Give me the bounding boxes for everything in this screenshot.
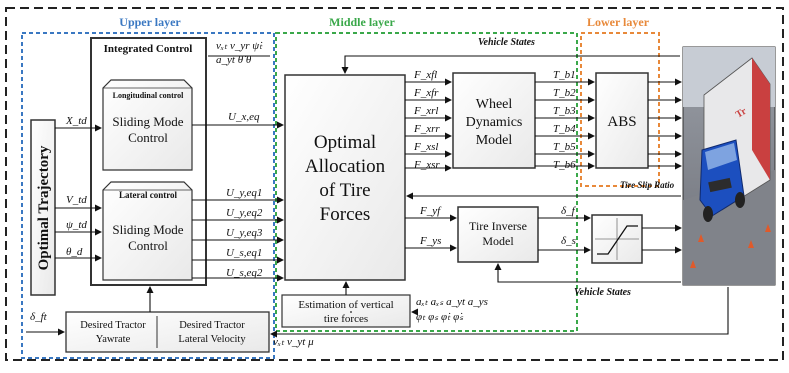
desired-blocks-container — [66, 312, 269, 352]
wheel-dynamics-line3: Model — [476, 133, 513, 148]
label-theta-d: θ_d — [66, 246, 83, 258]
label-delta-f: δ_f — [561, 205, 577, 217]
label-u-y-eq3: U_y,eq3 — [226, 227, 263, 239]
optimal-allocation-line2: Allocation — [305, 156, 386, 177]
label-t-b6: T_b6 — [553, 159, 576, 171]
abs-label: ABS — [607, 114, 636, 130]
est-inputs-line2: φₜ φₛ φ̇ₜ φ̇ₛ — [416, 311, 464, 323]
label-t-b1: T_b1 — [553, 69, 576, 81]
vehicle-states-bottom-label: Vehicle States — [574, 287, 631, 298]
optimal-allocation-line3: of Tire — [319, 180, 370, 201]
label-v-td: V_td — [66, 194, 87, 206]
label-psi-td: ψ_td — [66, 219, 87, 231]
optimal-allocation-line1: Optimal — [314, 132, 376, 153]
label-f-xrr: F_xrr — [413, 123, 440, 135]
label-f-ys: F_ys — [419, 235, 441, 247]
desired-yawrate-line1: Desired Tractor — [80, 320, 146, 331]
middle-layer-title: Middle layer — [329, 15, 395, 29]
sliding-mode-2-line1: Sliding Mode — [112, 222, 183, 237]
longitudinal-control-title: Longitudinal control — [113, 91, 185, 100]
label-u-y-eq2: U_y,eq2 — [226, 207, 263, 219]
sliding-mode-1-line2: Control — [128, 130, 168, 145]
optimal-allocation-block — [285, 75, 405, 280]
label-f-xfr: F_xfr — [413, 87, 439, 99]
tire-inverse-line2: Model — [482, 234, 514, 248]
upper-layer-title: Upper layer — [119, 15, 181, 29]
sliding-mode-2-line2: Control — [128, 238, 168, 253]
label-u-s-eq2: U_s,eq2 — [226, 267, 263, 279]
label-t-b4: T_b4 — [553, 123, 576, 135]
label-u-s-eq1: U_s,eq1 — [226, 247, 262, 259]
bottom-states-label: vₓₜ v_yt μ — [273, 336, 314, 348]
label-f-xrl: F_xrl — [413, 105, 438, 117]
label-f-yf: F_yf — [419, 205, 442, 217]
integrated-control-title: Integrated Control — [104, 43, 193, 55]
wheel-dynamics-line2: Dynamics — [466, 115, 523, 130]
sliding-mode-1-line1: Sliding Mode — [112, 114, 183, 129]
label-u-y-eq1: U_y,eq1 — [226, 187, 262, 199]
optimal-trajectory-label: Optimal Trajectory — [36, 145, 52, 270]
lower-layer-title: Lower layer — [587, 15, 650, 29]
wheel-dynamics-line1: Wheel — [476, 97, 513, 112]
states-top-line1: vₓₜ v_yr ψ̇ₜ — [216, 40, 263, 52]
tire-slip-ratio-label: Tire Slip Ratio — [620, 180, 675, 190]
label-t-b5: T_b5 — [553, 141, 576, 153]
label-delta-s: δ_s — [561, 235, 576, 247]
label-x-td: X_td — [65, 115, 87, 127]
est-inputs-line1: aₓₜ aₓₛ a_yt a_ys — [416, 296, 488, 308]
label-delta-ft: δ_ft — [30, 311, 48, 323]
tire-inverse-line1: Tire Inverse — [469, 219, 527, 233]
label-f-xsl: F_xsl — [413, 141, 438, 153]
lateral-control-title: Lateral control — [119, 190, 178, 200]
label-t-b2: T_b2 — [553, 87, 576, 99]
optimal-allocation-line4: Forces — [320, 204, 371, 225]
desired-lateral-line2: Lateral Velocity — [178, 334, 246, 345]
vehicle-states-top-label: Vehicle States — [478, 37, 535, 48]
label-t-b3: T_b3 — [553, 105, 576, 117]
desired-yawrate-line2: Yawrate — [96, 334, 131, 345]
label-u-x-eq: U_x,eq — [228, 111, 260, 123]
desired-lateral-line1: Desired Tractor — [179, 320, 245, 331]
truck-simulation-image: Tr — [683, 47, 775, 285]
estimation-line2: tire forces — [324, 313, 368, 325]
label-f-xfl: F_xfl — [413, 69, 437, 81]
label-f-xsr: F_xsr — [413, 159, 440, 171]
estimation-line1: Estimation of vertical — [298, 299, 393, 311]
